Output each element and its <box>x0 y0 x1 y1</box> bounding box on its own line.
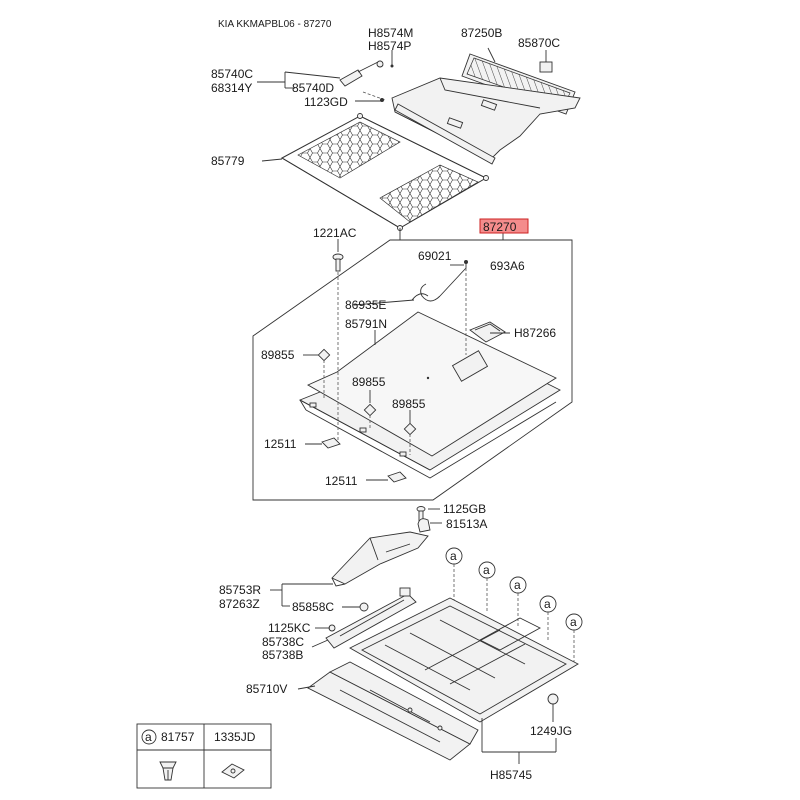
assembly-87270-box: 87270 <box>252 218 573 501</box>
label-81513a: 81513A <box>446 517 487 531</box>
label-h8574m: H8574M <box>368 26 413 40</box>
callout-a-3-letter: a <box>514 578 521 592</box>
label-1123gd: 1123GD <box>304 95 348 109</box>
label-1249jg: 1249JG <box>530 724 572 738</box>
label-87263z: 87263Z <box>219 597 260 611</box>
highlight-box <box>479 218 529 234</box>
side-trim-85753r <box>331 531 429 587</box>
callout-a-2: a <box>478 561 496 612</box>
label-85791n: 85791N <box>345 317 387 331</box>
nut-1335jd <box>221 763 245 779</box>
callout-a-1: a <box>445 547 463 600</box>
label-12511-a: 12511 <box>264 437 297 451</box>
label-87270: 87270 <box>483 220 517 234</box>
label-1125gb: 1125GB <box>443 502 486 516</box>
legend-circle-letter: a <box>145 730 152 744</box>
callout-a-2-letter: a <box>483 563 490 577</box>
label-85740c: 85740C <box>211 67 253 81</box>
legend-col2-part: 1335JD <box>214 730 256 744</box>
label-h8574p: H8574P <box>368 39 411 53</box>
legend-col1-part: 81757 <box>161 730 195 744</box>
label-h85745: H85745 <box>490 768 532 782</box>
label-87250b: 87250B <box>461 26 502 40</box>
clip-85858c <box>359 602 369 612</box>
label-85710v: 85710V <box>246 682 287 696</box>
diagram-title: KIA KKMAPBL06 - 87270 <box>218 19 332 30</box>
clip-12511-set <box>321 437 407 483</box>
label-68314y: 68314Y <box>211 81 252 95</box>
callout-a-4: a <box>539 595 557 642</box>
hook-69021 <box>411 260 468 355</box>
leader-lines <box>257 71 557 764</box>
label-h87266: H87266 <box>514 326 556 340</box>
label-86935e: 86935E <box>345 298 386 312</box>
cargo-net-85779 <box>261 113 489 241</box>
label-12511-b: 12511 <box>325 474 358 488</box>
handle-h87266 <box>469 321 506 343</box>
label-85738b: 85738B <box>262 648 303 662</box>
floor-tray <box>349 597 579 723</box>
bracket-85740c <box>339 50 394 102</box>
bolt-1125gb <box>416 506 426 522</box>
label-85740d: 85740D <box>292 81 334 95</box>
callout-a-5-letter: a <box>570 615 577 629</box>
callout-a-5: a <box>565 613 583 662</box>
callout-a-3: a <box>509 576 527 628</box>
rail-85738c <box>325 587 417 649</box>
label-85738c: 85738C <box>262 635 304 649</box>
clip-85870c <box>539 50 553 73</box>
label-89855-c: 89855 <box>392 397 426 411</box>
label-1221ac: 1221AC <box>313 226 357 240</box>
part-labels: H8574M H8574P 87250B 85870C 85740C 68314… <box>211 26 572 782</box>
cargo-screen-assembly <box>391 77 581 165</box>
floor-panel-85710v <box>307 661 479 761</box>
label-85779: 85779 <box>211 154 245 168</box>
label-89855-a: 89855 <box>261 348 295 362</box>
label-89855-b: 89855 <box>352 375 386 389</box>
label-693a6: 693A6 <box>490 259 525 273</box>
pad-89855-set <box>317 348 417 455</box>
label-85858c: 85858C <box>292 600 334 614</box>
clip-81513a <box>417 518 431 533</box>
push-clip-81757 <box>159 761 177 781</box>
bolt-1221ac <box>332 253 344 445</box>
callout-a-4-letter: a <box>544 597 551 611</box>
label-85753r: 85753R <box>219 583 261 597</box>
label-69021: 69021 <box>418 249 452 263</box>
label-85870c: 85870C <box>518 36 560 50</box>
label-1125kc: 1125KC <box>268 621 311 635</box>
callout-a-1-letter: a <box>450 549 457 563</box>
legend-table: a 81757 1335JD <box>136 723 272 789</box>
